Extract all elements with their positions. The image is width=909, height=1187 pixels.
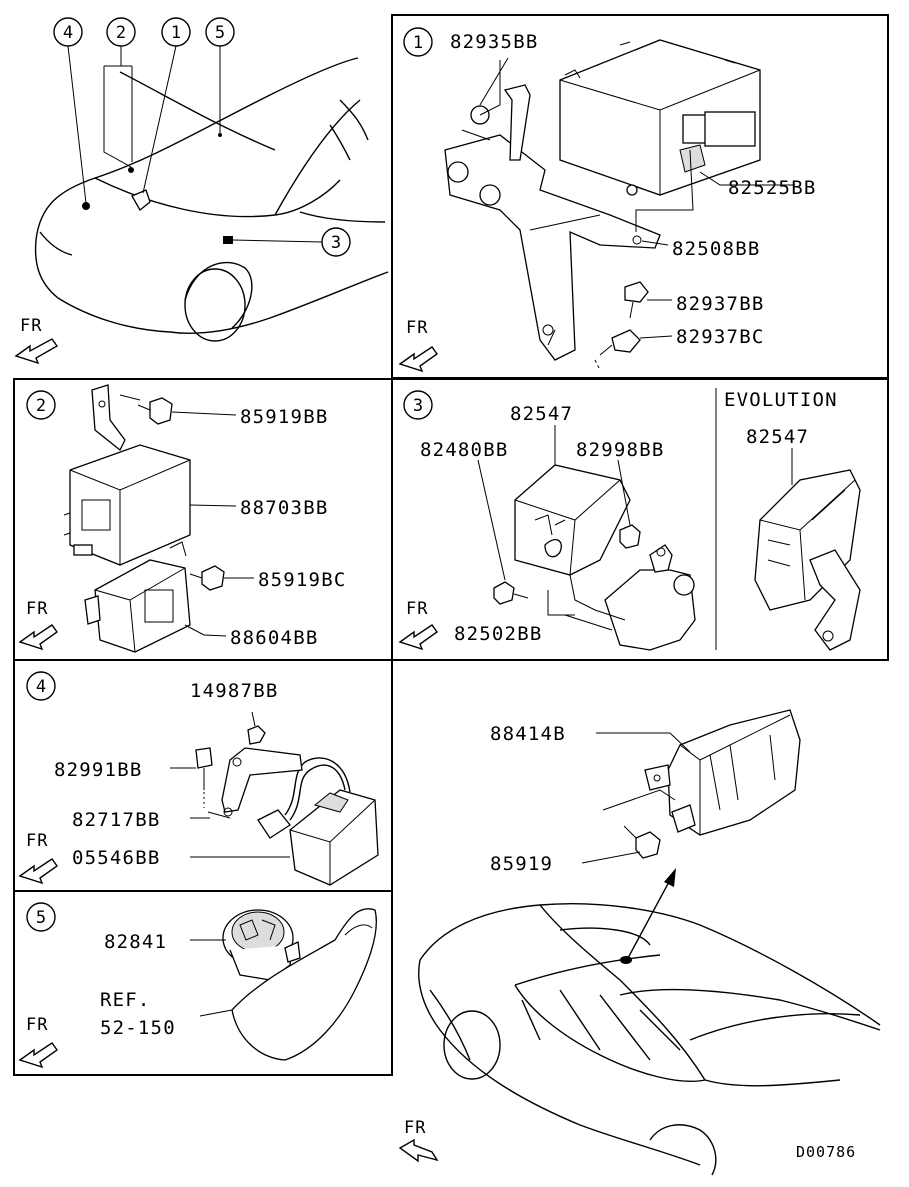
overview-car-drawing bbox=[34, 57, 389, 342]
rear-view-part-88414B: 88414B bbox=[490, 723, 566, 745]
panel-3: 3 82547 82480BB 82998BB 82502BB FR EVOLU… bbox=[398, 389, 861, 651]
panel-3-fr-label: FR bbox=[406, 599, 428, 619]
panel-5: 5 82841 REF. 52-150 FR bbox=[18, 902, 377, 1069]
panel-3-fr-arrow-icon bbox=[398, 624, 438, 651]
panel-5-number: 5 bbox=[36, 908, 46, 928]
overview-callout-1: 1 bbox=[142, 17, 191, 194]
panel-2: 2 85919BB 88703BB 85919BC 88604BB FR bbox=[18, 384, 346, 653]
overview-fr-arrow: FR bbox=[14, 316, 59, 365]
panel-1-part-82525BB: 82525BB bbox=[728, 177, 816, 199]
panel-2-part-85919BC: 85919BC bbox=[258, 569, 346, 591]
rear-view-fr-arrow-icon bbox=[398, 1138, 439, 1163]
panel-2-part-88703BB: 88703BB bbox=[240, 497, 328, 519]
panel-3-part-82480BB: 82480BB bbox=[420, 439, 508, 461]
overview-callout-4: 4 bbox=[53, 17, 87, 204]
svg-text:4: 4 bbox=[63, 23, 73, 43]
panel-1: 1 82935BB 82525BB bbox=[398, 27, 816, 373]
panel-2-number: 2 bbox=[36, 396, 46, 416]
diagram-code: D00786 bbox=[796, 1143, 856, 1161]
panel-4-part-82991BB: 82991BB bbox=[54, 759, 142, 781]
panel-3-frame bbox=[391, 378, 889, 661]
svg-text:1: 1 bbox=[171, 23, 181, 43]
overview-callout-3: 3 bbox=[232, 227, 351, 257]
panel-3-number: 3 bbox=[413, 396, 423, 416]
evolution-part-82547: 82547 bbox=[746, 426, 809, 448]
panel-2-part-88604BB: 88604BB bbox=[230, 627, 318, 649]
rear-view-fr-label: FR bbox=[404, 1118, 426, 1138]
svg-text:3: 3 bbox=[331, 233, 341, 253]
panel-5-frame bbox=[13, 890, 393, 1076]
evolution-label: EVOLUTION bbox=[724, 389, 838, 411]
panel-1-part-82935BB: 82935BB bbox=[450, 31, 538, 53]
svg-text:FR: FR bbox=[20, 316, 42, 336]
panel-3-part-82502BB: 82502BB bbox=[454, 623, 542, 645]
panel-1-part-82508BB: 82508BB bbox=[672, 238, 760, 260]
panel-4-part-82717BB: 82717BB bbox=[72, 809, 160, 831]
overview-callout-5: 5 bbox=[205, 17, 235, 133]
panel-4: 4 14987BB 82991BB 82717BB 05546BB FR bbox=[18, 671, 379, 886]
panel-5-fr-label: FR bbox=[26, 1015, 48, 1035]
svg-text:2: 2 bbox=[116, 23, 126, 43]
panel-1-fr-label: FR bbox=[406, 318, 428, 338]
panel-4-part-14987BB: 14987BB bbox=[190, 680, 278, 702]
panel-5-fr-arrow-icon bbox=[18, 1042, 58, 1069]
panel-2-part-85919BB: 85919BB bbox=[240, 406, 328, 428]
panel-3-part-82547: 82547 bbox=[510, 403, 573, 425]
panel-3-part-82998BB: 82998BB bbox=[576, 439, 664, 461]
panel-4-fr-arrow-icon bbox=[18, 858, 58, 885]
panel-1-part-82937BB: 82937BB bbox=[676, 293, 764, 315]
rear-view: 88414B 85919 FR bbox=[398, 709, 881, 1176]
rear-view-part-85919: 85919 bbox=[490, 853, 553, 875]
panel-2-fr-arrow-icon bbox=[18, 624, 58, 651]
panel-4-number: 4 bbox=[36, 677, 46, 697]
panel-1-fr-arrow-icon bbox=[398, 346, 438, 373]
svg-text:5: 5 bbox=[215, 23, 225, 43]
panel-5-ref-line1: REF. bbox=[100, 989, 151, 1011]
panel-5-part-82841: 82841 bbox=[104, 931, 167, 953]
overview-callout-2: 2 bbox=[103, 17, 136, 168]
panel-5-ref-line2: 52-150 bbox=[100, 1017, 176, 1039]
panel-1-part-82937BC: 82937BC bbox=[676, 326, 764, 348]
panel-1-number: 1 bbox=[413, 33, 423, 53]
panel-4-part-05546BB: 05546BB bbox=[72, 847, 160, 869]
panel-2-fr-label: FR bbox=[26, 599, 48, 619]
panel-4-fr-label: FR bbox=[26, 831, 48, 851]
